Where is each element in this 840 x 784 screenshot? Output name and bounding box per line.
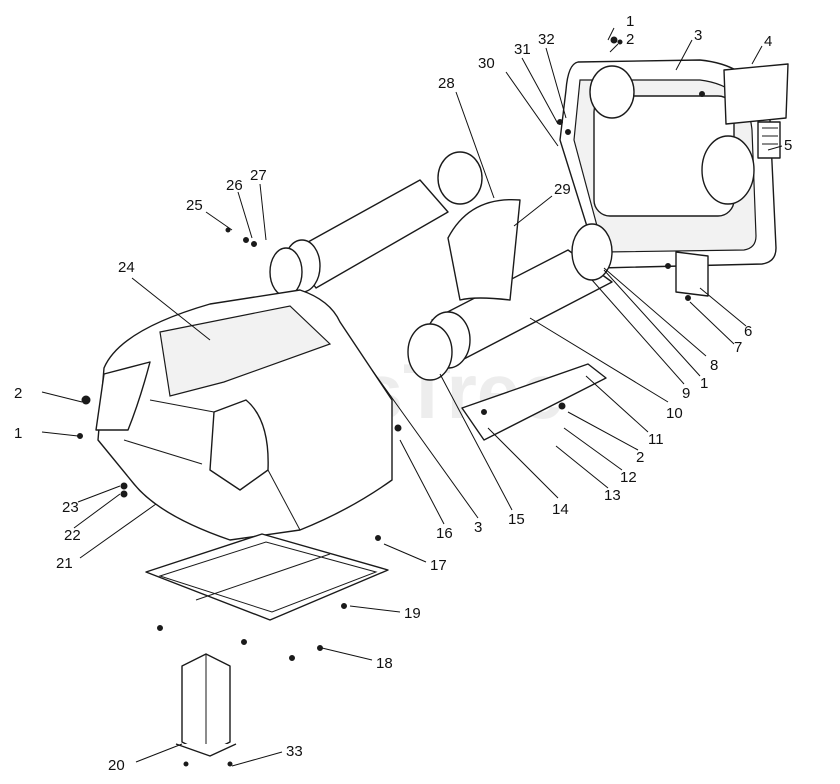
callout-29: 27 — [250, 167, 267, 184]
callout-11: 10 — [666, 405, 683, 422]
callout-labels: 1 2 3 4 5 6 7 8 1 9 10 11 2 12 13 14 15 … — [14, 13, 792, 774]
callout-8: 6 — [744, 323, 752, 340]
callout-12: 11 — [648, 431, 664, 448]
callout-4: 2 — [626, 31, 634, 48]
callout-33: 19 — [404, 605, 421, 622]
callout-32: 30 — [478, 55, 495, 72]
decal-plate — [723, 63, 789, 125]
deflector-chute — [447, 198, 521, 301]
callout-20: 18 — [376, 655, 393, 672]
floor-plate — [461, 363, 607, 441]
callout-1-left: 22 — [64, 527, 81, 544]
callout-24: 1 — [14, 425, 22, 442]
callout-5: 3 — [694, 27, 702, 44]
callout-3-lower: 14 — [552, 501, 569, 518]
callout-10: 1 — [700, 375, 708, 392]
callout-22: 20 — [108, 757, 125, 774]
hinge-bracket — [675, 251, 709, 297]
callout-30: 28 — [438, 75, 455, 92]
base-frame — [145, 533, 389, 621]
discharge-tube-upper — [269, 151, 483, 297]
callout-2-right: 9 — [682, 385, 690, 402]
callout-6: 4 — [764, 33, 772, 50]
callout-19: 16 — [436, 525, 453, 542]
fasteners — [77, 36, 705, 767]
callout-2-top: 32 — [538, 31, 555, 48]
callout-18: 17 — [430, 557, 447, 574]
discharge-tube-lower — [407, 223, 613, 381]
callout-9: 8 — [710, 357, 718, 374]
callout-14: 12 — [620, 469, 637, 486]
leader-lines — [41, 27, 783, 767]
callout-25: 2 — [14, 385, 22, 402]
callout-3-top: 1 — [626, 13, 634, 30]
callout-23: 21 — [56, 555, 73, 572]
callout-26: 24 — [118, 259, 135, 276]
callout-15: 13 — [604, 487, 621, 504]
callout-31: 29 — [554, 181, 571, 198]
callout-1-right: 7 — [734, 339, 742, 356]
latch-assembly — [757, 121, 781, 159]
callout-27: 25 — [186, 197, 203, 214]
callout-2-left: 23 — [62, 499, 79, 516]
callout-21: 33 — [286, 743, 303, 760]
callout-1-top: 31 — [514, 41, 531, 58]
rear-panel — [559, 59, 777, 269]
support-post — [175, 653, 237, 757]
callout-7: 5 — [784, 137, 792, 154]
callout-13: 2 — [636, 449, 644, 466]
callout-28: 26 — [226, 177, 243, 194]
callout-17: 3 — [474, 519, 482, 536]
callout-16: 15 — [508, 511, 525, 528]
engine-shroud — [95, 289, 393, 541]
